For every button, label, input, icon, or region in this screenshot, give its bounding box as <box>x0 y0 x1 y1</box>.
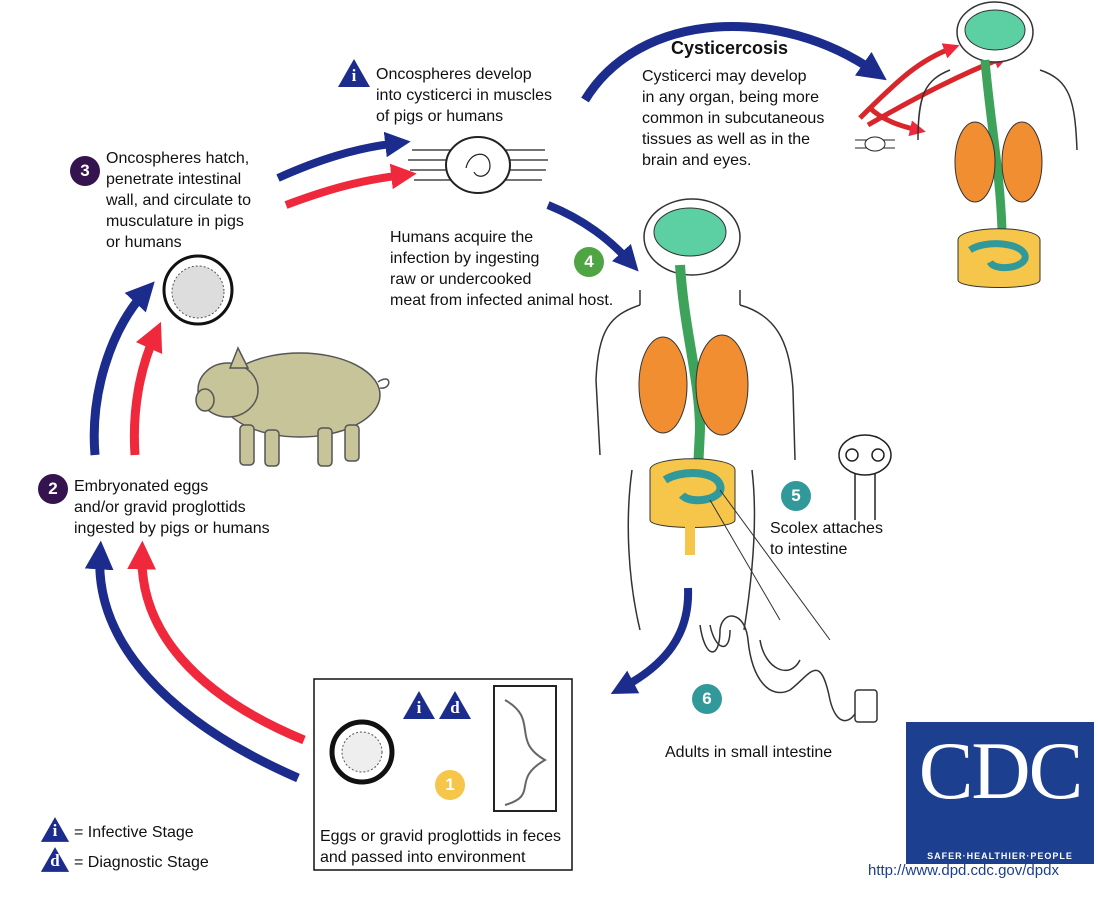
legend-diagnostic-label: = Diagnostic Stage <box>74 854 209 871</box>
oncosphere-figure <box>162 254 234 326</box>
arrow-hatch-to-muscle-red <box>284 163 417 209</box>
tissue-cyst-figure <box>855 136 895 152</box>
scolex-leader <box>709 489 831 641</box>
legend-infective-icon: i <box>40 816 70 843</box>
cdc-tagline: SAFER·HEALTHIER·PEOPLE <box>927 851 1073 861</box>
arrow-hatch-to-muscle-blue <box>276 131 411 182</box>
cysticercosis-body-figure <box>917 1 1078 288</box>
stage-4-badge: 4 <box>574 247 604 277</box>
stage-3-badge: 3 <box>70 156 100 186</box>
stage-6-badge: 6 <box>692 684 722 714</box>
cdc-logo-word: CDC <box>918 725 1084 816</box>
cysticercosis-title: Cysticercosis <box>671 38 789 58</box>
arrow-human-to-env <box>610 587 693 695</box>
pig-figure <box>195 346 390 467</box>
arrow-ingestion-to-hatch-red <box>129 321 163 456</box>
cdc-url-link[interactable]: http://www.dpd.cdc.gov/dpdx <box>868 862 1059 879</box>
infective-stage-icon: i <box>337 58 371 88</box>
adult-tapeworm-figure <box>699 615 878 723</box>
scolex-figure <box>838 434 892 520</box>
arrow-to-brain-red <box>858 43 960 120</box>
cysticercosis-text: Cysticerci may develop in any organ, bei… <box>642 68 825 169</box>
arrow-muscle-to-human <box>546 201 639 272</box>
cyst-stage-text: Oncospheres develop into cysticerci in m… <box>376 66 553 125</box>
stage-5-text: Scolex attaches to intestine <box>770 520 883 558</box>
stage-2-badge: 2 <box>38 474 68 504</box>
stage-5-badge: 5 <box>781 481 811 511</box>
egg-figure <box>329 719 395 785</box>
muscle-cyst-figure <box>408 136 548 194</box>
arrow-ingestion-to-hatch-blue <box>89 281 155 456</box>
arrow-env-to-ingestion-blue <box>84 540 300 783</box>
stage-2-text: Embryonated eggs and/or gravid proglotti… <box>74 478 270 537</box>
legend-infective-label: = Infective Stage <box>74 824 194 841</box>
cdc-logo: CDC SAFER·HEALTHIER·PEOPLE <box>906 722 1094 864</box>
arrow-muscle-to-cysticercosis <box>581 21 887 103</box>
stage-1-badge: 1 <box>435 770 465 800</box>
human-body-figure <box>595 198 796 631</box>
infective-stage-icon: i <box>402 690 436 720</box>
stage-3-text: Oncospheres hatch, penetrate intestinal … <box>106 150 251 251</box>
diagnostic-stage-icon: d <box>438 690 472 720</box>
stage-6-text: Adults in small intestine <box>665 744 833 761</box>
proglottid-figure <box>493 685 557 812</box>
stage-1-text: Eggs or gravid proglottids in feces and … <box>320 828 562 866</box>
arrow-env-to-ingestion-red <box>127 540 306 745</box>
stage-4-text: Humans acquire the infection by ingestin… <box>390 229 614 309</box>
arrow-to-tissue-red <box>868 106 926 137</box>
legend-diagnostic-icon: d <box>40 846 70 873</box>
